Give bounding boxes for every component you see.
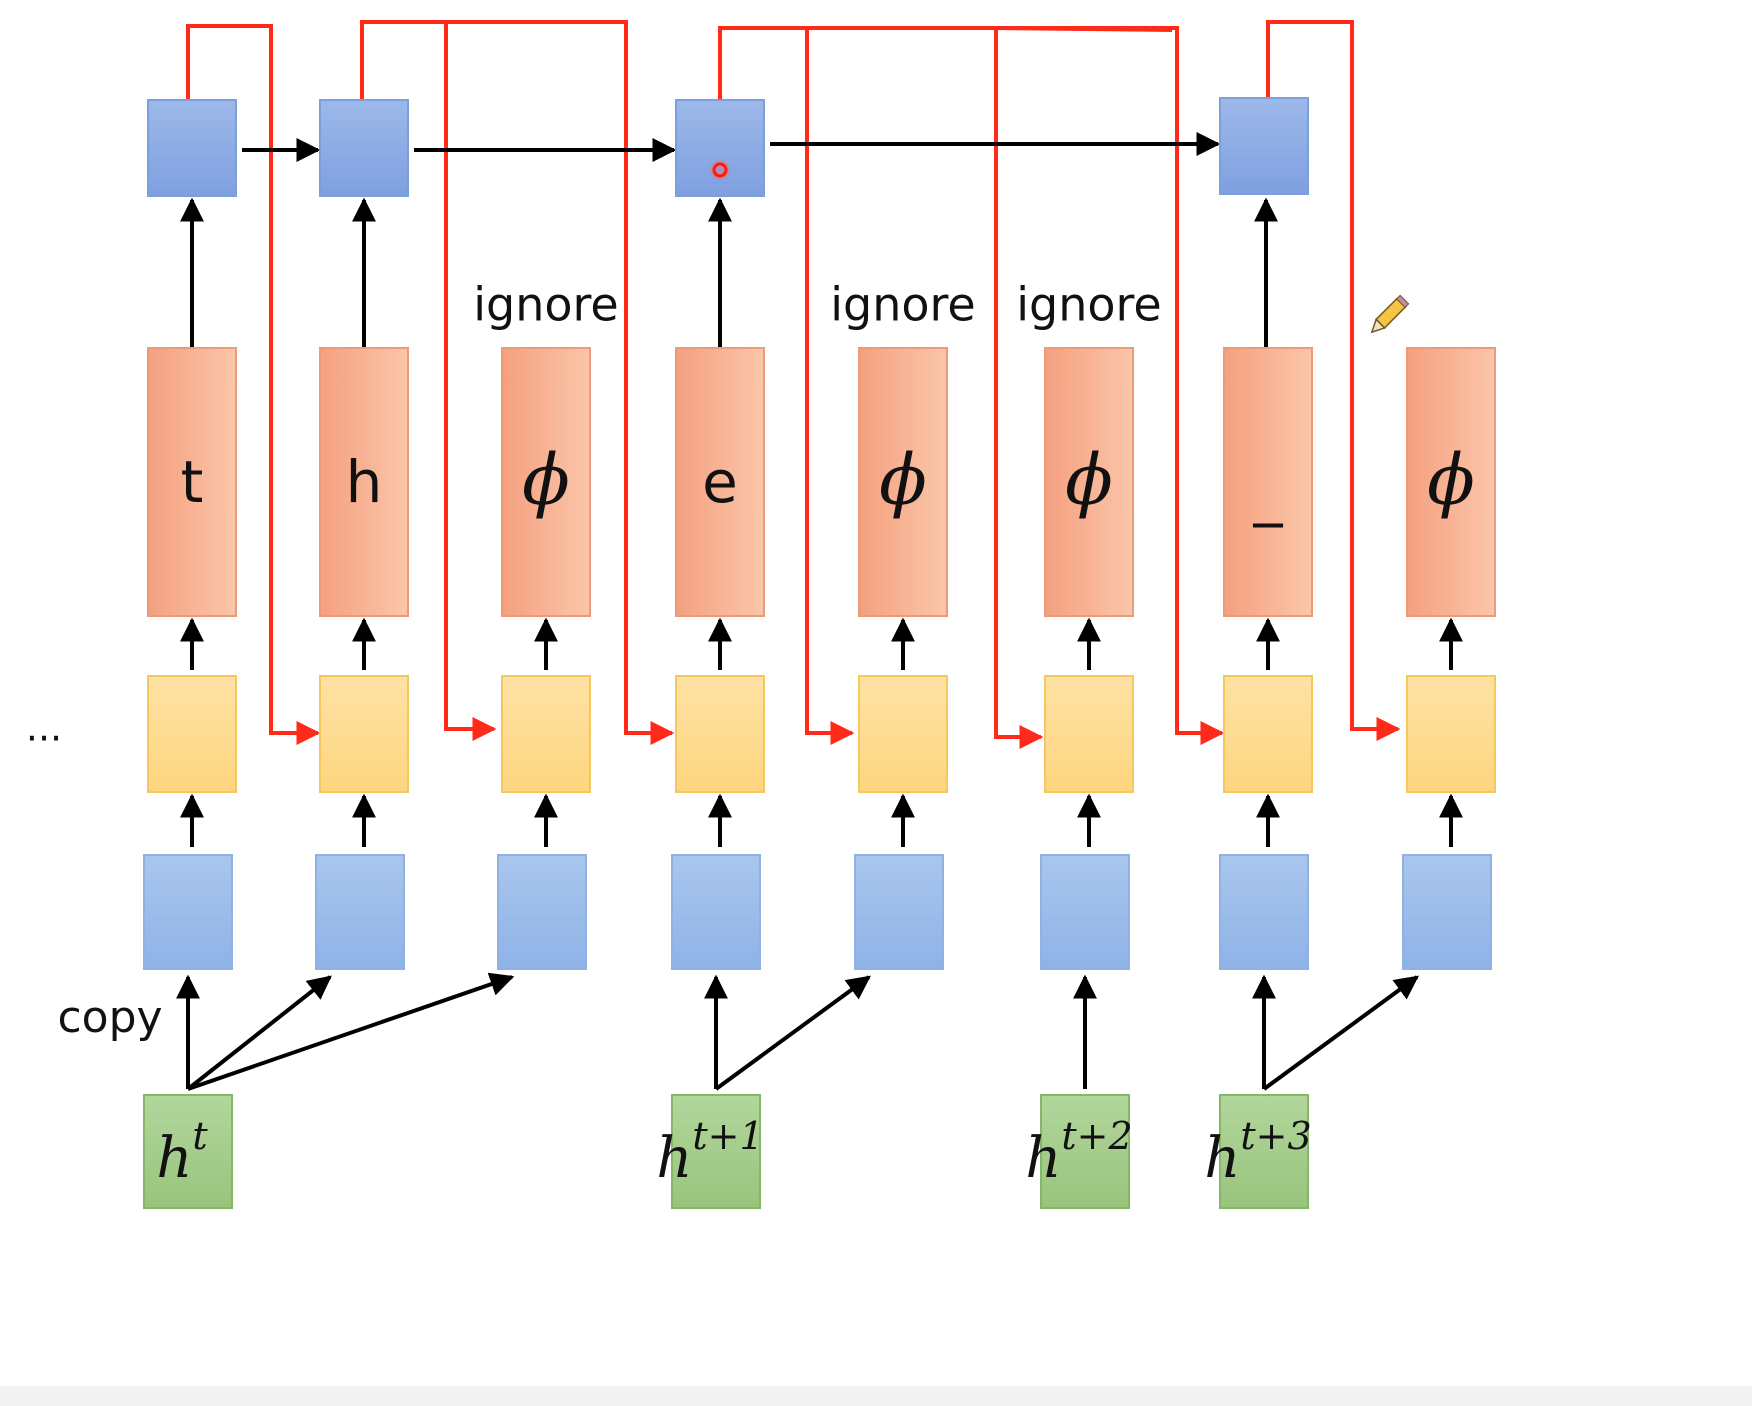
output-token-box [1406,347,1496,617]
ignore-label: ignore [830,278,975,332]
encoder-state-box [671,1094,761,1209]
red-feedback-line [1266,20,1401,741]
input-box [1219,854,1309,970]
output-token-label: ϕ [1427,439,1475,521]
red-feedback-line [807,26,1044,749]
input-box [143,854,233,970]
top-state-node [1219,97,1309,195]
copy-label: copy [57,992,162,1043]
input-box [315,854,405,970]
output-token-box [858,347,948,617]
top-state-node [319,99,409,197]
red-feedback-lines [186,20,1401,749]
input-box [1040,854,1130,970]
output-token-label: _ [1253,460,1284,528]
ellipsis-label: ... [26,706,62,750]
output-token-box [147,347,237,617]
rnn-cell [1044,675,1134,793]
output-token-label: ϕ [1065,439,1113,521]
copy-arrow [186,975,332,1091]
encoder-state-box [1040,1094,1130,1209]
output-token-label: e [702,448,738,516]
footer-strip [0,1386,1752,1406]
input-box [671,854,761,970]
red-feedback-line [446,20,675,745]
output-token-box [1223,347,1313,617]
ignore-label: ignore [1016,278,1161,332]
rnn-cell [1406,675,1496,793]
input-box [497,854,587,970]
red-feedback-line [995,26,1173,32]
red-feedback-line [186,24,321,745]
ignore-label: ignore [473,278,618,332]
labels: t h ϕ ignore e ϕ ignore ϕ ignore _ ϕ ht ht+1 ht+2 ht+3… [26,278,1475,1192]
output-token-box [501,347,591,617]
pencil-icon [1370,294,1410,334]
input-box [854,854,944,970]
top-state-node [675,99,765,197]
copy-arrow [1262,975,1419,1091]
rnn-cell [675,675,765,793]
rnn-cell [319,675,409,793]
encoder-state-box [1219,1094,1309,1209]
output-token-box [675,347,765,617]
boxes [143,97,1496,1209]
output-token-label: t [181,448,204,516]
encoder-state-label: ht [156,1114,208,1191]
rnn-cell [858,675,948,793]
output-token-label: ϕ [522,439,570,521]
rnn-cell [147,675,237,793]
output-token-label: h [346,448,383,516]
output-token-box [1044,347,1134,617]
copy-arrow [187,972,515,1091]
black-arrows [176,132,1463,1091]
copy-arrow [714,975,871,1091]
encoder-state-label: ht+1 [656,1114,763,1191]
top-state-node [147,99,237,197]
output-token-label: ϕ [879,439,927,521]
output-token-box [319,347,409,617]
rnn-cell [501,675,591,793]
encoder-state-label: ht+2 [1025,1114,1132,1191]
input-box [1402,854,1492,970]
rnn-cell [1223,675,1313,793]
encoder-state-label: ht+3 [1204,1114,1311,1191]
encoder-state-box [143,1094,233,1209]
cursor-marker [712,162,728,178]
